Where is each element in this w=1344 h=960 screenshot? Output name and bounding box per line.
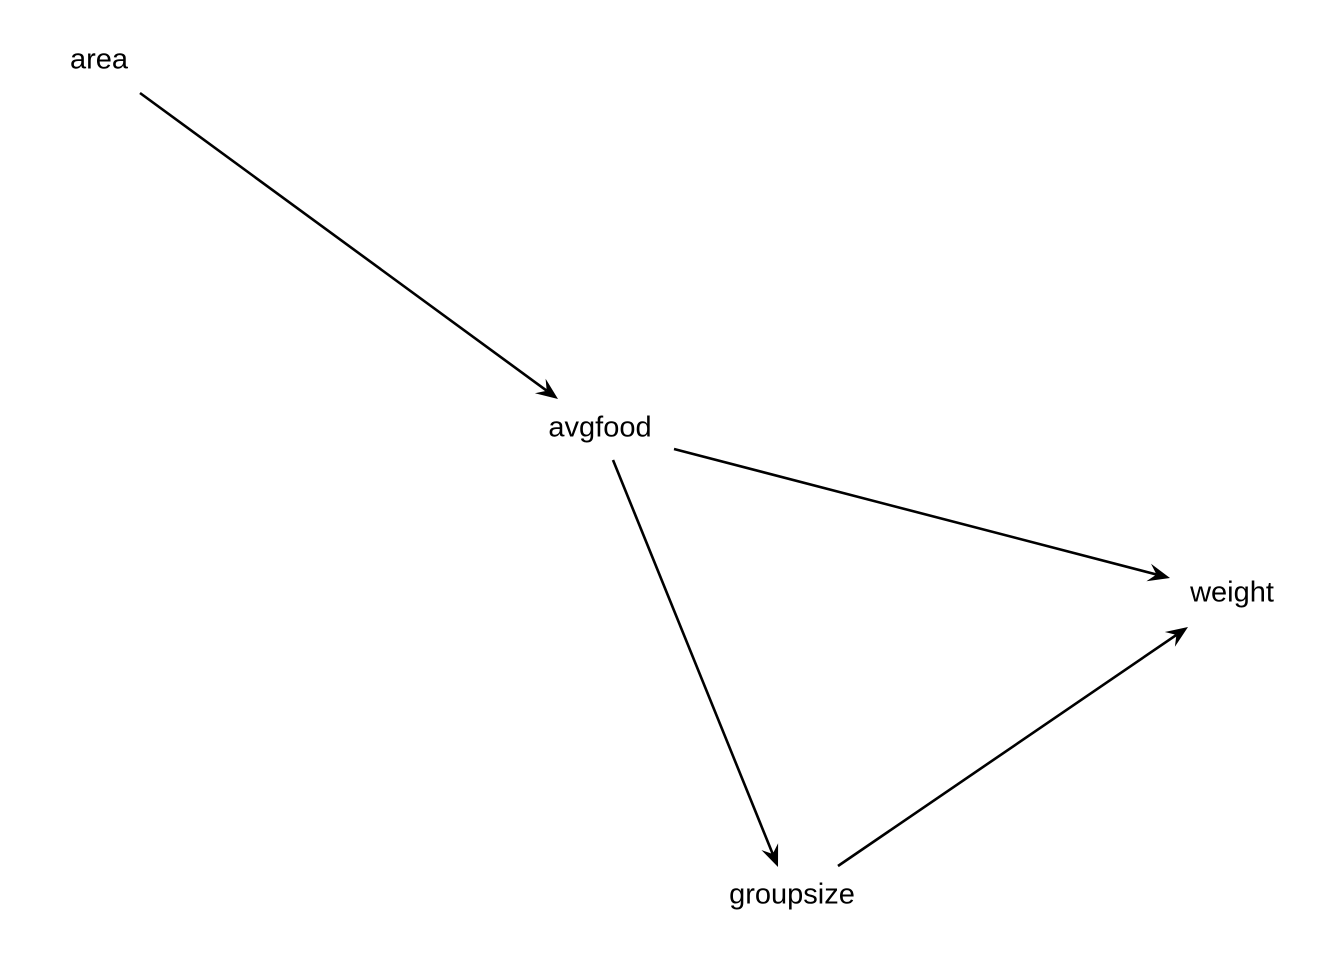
edges-layer [139,91,1188,868]
node-groupsize: groupsize [729,879,855,911]
node-weight: weight [1189,577,1274,609]
node-avgfood: avgfood [548,412,651,444]
arrowhead-avgfood-to-weight [1146,563,1170,582]
edge-avgfood-to-weight [673,447,1157,576]
nodes-layer: area avgfood groupsize weight [70,44,1274,911]
arrowhead-area-to-avgfood [534,378,558,399]
arrowhead-avgfood-to-groupsize [761,843,779,867]
edge-area-to-avgfood [139,91,548,392]
edge-groupsize-to-weight [837,633,1178,868]
node-area: area [70,44,129,76]
arrowhead-groupsize-to-weight [1164,627,1188,647]
edge-avgfood-to-groupsize [611,459,774,855]
